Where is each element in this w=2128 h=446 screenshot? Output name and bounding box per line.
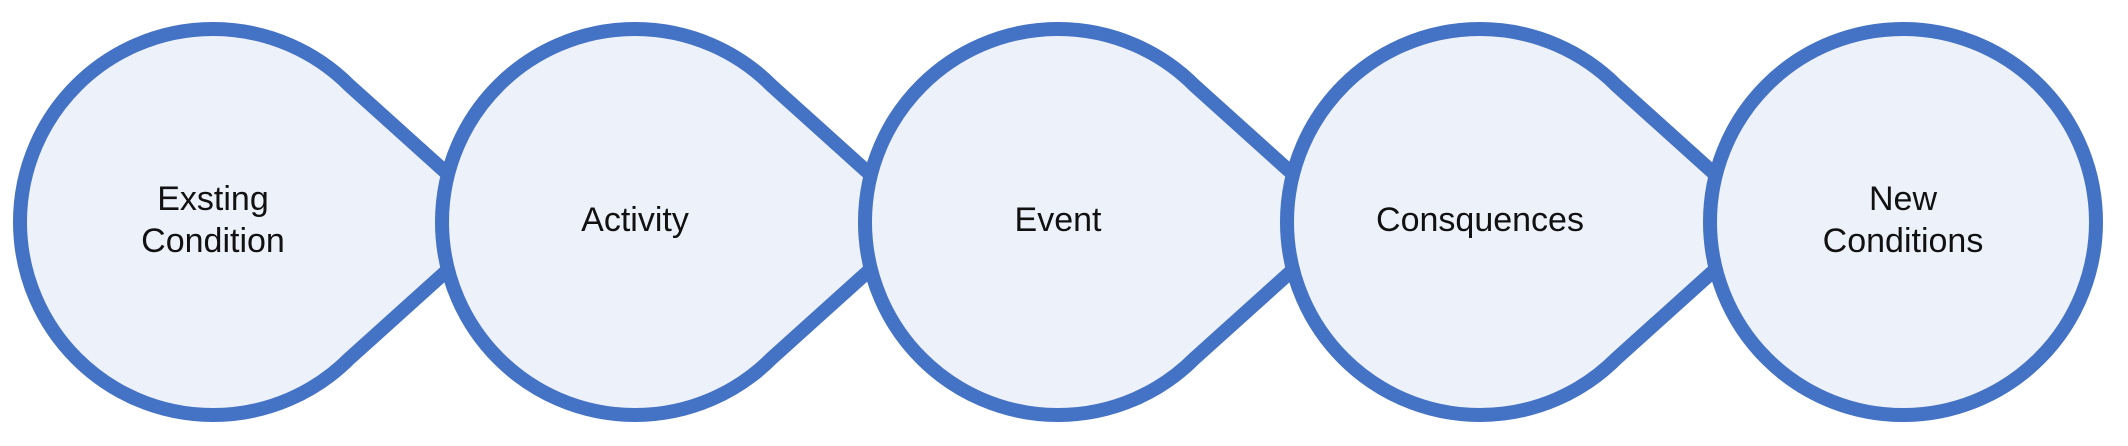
step-shape-4 (1280, 22, 1779, 422)
step-label-1-line-2: Condition (141, 222, 285, 260)
step-shape-5 (1703, 22, 2103, 422)
step-shape-2 (435, 22, 934, 422)
shapes-layer (13, 22, 2103, 422)
step-label-3-line-1: Event (1015, 201, 1102, 239)
step-shape-1 (13, 22, 512, 422)
step-label-1-line-1: Exsting (157, 180, 269, 218)
step-label-5-line-2: Conditions (1823, 222, 1984, 260)
step-label-2-line-1: Activity (581, 201, 689, 239)
step-label-5-line-1: New (1869, 180, 1937, 218)
step-label-4-line-1: Consquences (1376, 201, 1584, 239)
step-shape-3 (858, 22, 1357, 422)
